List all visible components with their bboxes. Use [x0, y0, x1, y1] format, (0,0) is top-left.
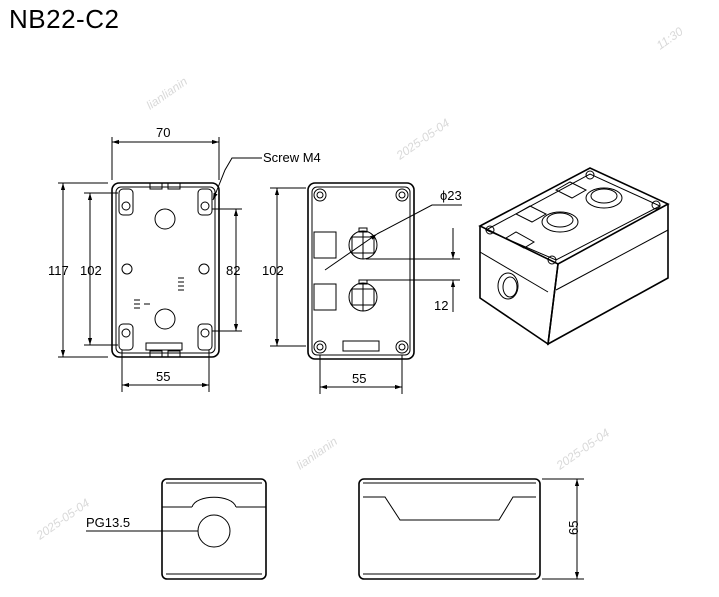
screw-label: Screw M4 — [263, 150, 321, 165]
mold-marks-right — [178, 277, 184, 291]
gland-label: PG13.5 — [86, 515, 130, 530]
front-corner-slot-bl — [118, 323, 134, 351]
iso-button-hole-1 — [541, 211, 579, 233]
dim-height-82: 82 — [226, 263, 240, 278]
screw-icon — [485, 225, 495, 235]
watermark-text-b2: 2025-05-04 — [553, 426, 612, 473]
screw-icon — [313, 188, 327, 202]
dim-height-102-back: 102 — [262, 263, 284, 278]
front-tab-top-left — [149, 182, 163, 190]
side-view-left: PG13.5 — [86, 478, 267, 580]
dim-width-55-back: 55 — [352, 371, 366, 386]
label-window-bottom — [313, 283, 337, 311]
front-top-boss — [154, 208, 176, 230]
dim-height-102: 102 — [80, 263, 102, 278]
front-outline — [111, 182, 220, 358]
front-mount-hole-right — [198, 263, 210, 275]
side-right-outline — [358, 478, 541, 580]
watermark-text-a2: lianlianin — [294, 434, 341, 472]
dim-width-55-front: 55 — [156, 369, 170, 384]
screw-icon — [547, 255, 557, 265]
iso-button-hole-2 — [585, 187, 623, 209]
mold-marks-left — [134, 299, 150, 309]
side-view-right: 65 — [358, 478, 584, 580]
screw-icon — [395, 340, 409, 354]
watermark-text-a1: lianlianin — [144, 74, 191, 112]
isometric-view — [478, 167, 670, 346]
dim-width-70: 70 — [156, 125, 170, 140]
screw-hole-icon — [121, 328, 131, 338]
back-outline — [307, 182, 415, 360]
front-bottom-boss — [154, 308, 176, 330]
front-bottom-slot — [145, 342, 183, 351]
screw-icon — [395, 188, 409, 202]
front-inner-outline — [115, 186, 216, 354]
front-mount-hole-left — [121, 263, 133, 275]
front-view: 70 117 102 82 55 Screw M4 — [48, 125, 321, 392]
dim-height-65: 65 — [566, 521, 581, 535]
iso-gland-hole — [497, 272, 519, 300]
front-tab-bottom-left — [149, 350, 163, 358]
screw-icon — [313, 340, 327, 354]
label-window-top — [313, 231, 337, 259]
screw-icon — [585, 170, 595, 180]
front-tab-top-right — [167, 182, 181, 190]
side-left-outline — [161, 478, 267, 580]
back-bottom-slot — [342, 340, 380, 352]
drawing-title: NB22-C2 — [9, 4, 120, 34]
front-corner-slot-tr — [197, 188, 213, 216]
iso-right-face — [547, 204, 669, 346]
gland-hole — [197, 514, 231, 548]
watermark-text-b1: 2025-05-04 — [393, 116, 452, 163]
watermark-text-b3: 2025-05-04 — [33, 496, 92, 543]
screw-hole-icon — [200, 201, 210, 211]
front-corner-slot-br — [197, 323, 213, 351]
back-view: ϕ23 12 102 55 — [262, 182, 462, 394]
front-corner-slot-tl — [118, 188, 134, 216]
dim-diameter-23: ϕ23 — [440, 188, 462, 203]
dim-spacing-12: 12 — [434, 298, 448, 313]
front-tab-bottom-right — [167, 350, 181, 358]
screw-hole-icon — [200, 328, 210, 338]
screw-icon — [651, 200, 661, 210]
dim-height-117: 117 — [48, 263, 69, 278]
watermark-text-c1: 11:30 — [654, 24, 686, 52]
screw-hole-icon — [121, 201, 131, 211]
